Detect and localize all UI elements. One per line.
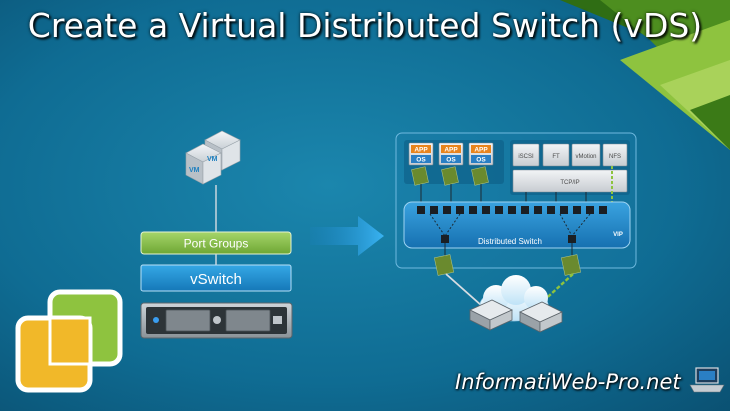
app-tile-1-app: APP bbox=[414, 147, 428, 154]
app-tile-3-os: OS bbox=[476, 157, 486, 164]
vmk-label-ft: FT bbox=[552, 154, 560, 160]
vswitch-label: vSwitch bbox=[190, 271, 242, 288]
uplink-port-right bbox=[568, 235, 576, 243]
router-icon bbox=[469, 299, 513, 331]
vswitch-bar bbox=[140, 264, 292, 292]
vmk-tile-ft bbox=[542, 143, 570, 167]
uplink-port-left bbox=[441, 235, 449, 243]
vmk-label-nfs: NFS bbox=[609, 154, 621, 160]
app-tile-3-app: APP bbox=[474, 147, 488, 154]
distributed-switch-diagram: APP OS APP OS APP OS iSCSI FT vMotion bbox=[395, 132, 637, 307]
vmk-tile-iscsi bbox=[512, 143, 540, 167]
port-groups-label: Port Groups bbox=[184, 237, 249, 251]
site-watermark: InformatiWeb-Pro.net bbox=[455, 370, 681, 394]
vmk-tile-vmotion bbox=[571, 143, 601, 167]
nic-icon bbox=[411, 166, 489, 186]
tcpip-bar bbox=[512, 169, 628, 193]
app-tile-2-app: APP bbox=[444, 147, 458, 154]
switch-ports bbox=[417, 206, 607, 214]
uplink-links bbox=[429, 213, 591, 237]
page-title: Create a Virtual Distributed Switch (vDS… bbox=[27, 6, 703, 45]
vmk-label-iscsi: iSCSI bbox=[518, 154, 534, 160]
uplink-nic-left bbox=[434, 254, 454, 276]
app-tile-2-os: OS bbox=[446, 157, 456, 164]
corner-decoration bbox=[560, 0, 730, 150]
cable-left bbox=[445, 273, 483, 307]
vmk-label-vmotion: vMotion bbox=[575, 154, 596, 160]
tcpip-label: TCP/IP bbox=[560, 180, 579, 186]
vip-label: VIP bbox=[613, 232, 623, 238]
app-tile-3 bbox=[468, 142, 494, 166]
vm-stack-icon bbox=[185, 130, 241, 185]
vsphere-logo-icon bbox=[15, 289, 123, 393]
vmk-tile-nfs bbox=[602, 143, 628, 167]
app-tile-1 bbox=[408, 142, 434, 166]
laptop-icon bbox=[689, 367, 725, 393]
arrow-right-icon bbox=[310, 216, 384, 256]
distributed-switch-label: Distributed Switch bbox=[478, 237, 542, 246]
server-icon bbox=[140, 302, 293, 339]
vm-label-front: VM bbox=[189, 167, 200, 174]
vm-label-back: VM bbox=[207, 156, 218, 163]
router-icon bbox=[519, 301, 563, 333]
app-tile-1-os: OS bbox=[416, 157, 426, 164]
app-tile-2 bbox=[438, 142, 464, 166]
uplink-nic-right bbox=[561, 254, 581, 276]
